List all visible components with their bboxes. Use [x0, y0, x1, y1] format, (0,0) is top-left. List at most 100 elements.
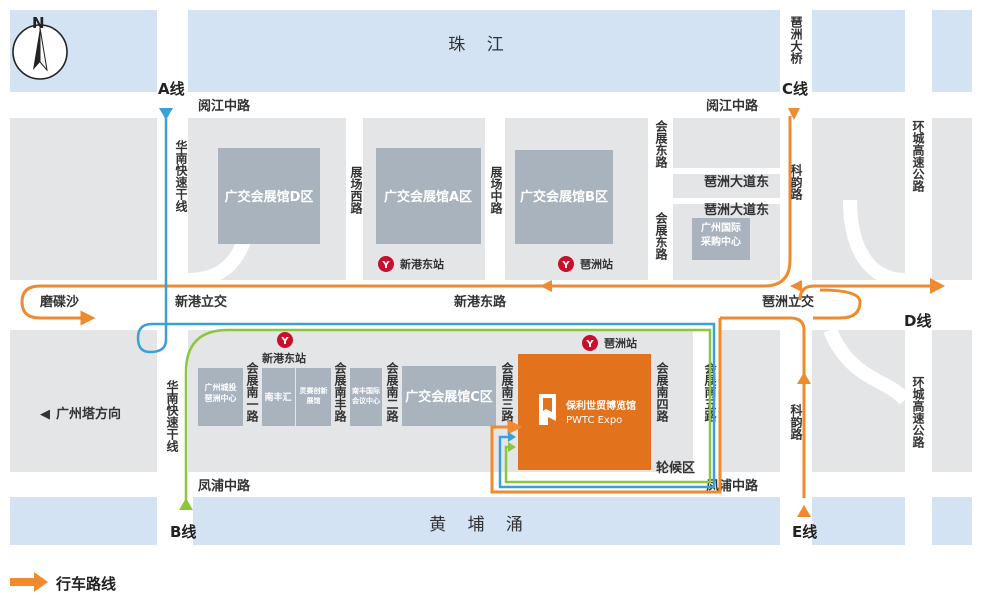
- nanfeng-conf-label: 南丰国际会议中心: [352, 387, 380, 405]
- waiting-area-label: 轮候区: [656, 460, 695, 476]
- pwtc-name-en: PWTC Expo: [566, 415, 622, 426]
- route-a-label: A线: [158, 80, 185, 98]
- hall-d: [218, 148, 320, 244]
- svg-text:Y: Y: [585, 339, 594, 350]
- road-huizhan-south-2: 会展南二路: [385, 361, 399, 423]
- route-arrow-icon: [788, 108, 800, 120]
- route-arrow-icon: [508, 432, 516, 442]
- route-loop-orange: [813, 288, 862, 320]
- road-huizhan-south-4: 会展南四路: [655, 361, 669, 423]
- metro-icon: Y: [582, 335, 598, 351]
- route-pwtc-orange: [490, 318, 722, 494]
- river-north: [188, 10, 780, 92]
- route-arrow-icon: [790, 280, 802, 292]
- nanfenghui-label: 南丰汇: [264, 391, 291, 403]
- route-arrow-icon: [540, 280, 552, 292]
- lingsai-label-box: 灵赛创新展馆: [300, 387, 328, 405]
- road-pazhou-interchange: 琶洲立交: [762, 294, 814, 310]
- route-arrow-icon: [797, 372, 811, 384]
- nanfenghui: [262, 368, 295, 426]
- svg-text:Y: Y: [561, 260, 570, 271]
- pazhou-center-label: 广州城投琶洲中心: [204, 383, 237, 403]
- route-arrow-icon: [930, 278, 945, 294]
- route-b-label: B线: [170, 523, 196, 541]
- north-arrow-icon: [12, 24, 68, 80]
- river-south-right1: [812, 497, 905, 545]
- lingsai-hall: [296, 368, 331, 426]
- nanfeng-conference: [350, 368, 382, 426]
- road-xingang-east: 新港东路: [454, 294, 507, 310]
- svg-text:Y: Y: [280, 336, 289, 347]
- hall-b: [515, 150, 613, 244]
- road-huancheng-south: 环城高速公路: [911, 376, 925, 449]
- station-xingang-east-north: 新港东站: [400, 257, 444, 271]
- route-a-blue: [136, 112, 716, 489]
- pwtc-name-cn: 保利世贸博览馆: [565, 399, 636, 412]
- route-d-orange: [798, 284, 930, 301]
- road-mocaisha: 磨碟沙: [40, 294, 79, 310]
- road-huizhan-south-3: 会展南三路: [500, 361, 514, 423]
- pazhou-avenue-2: [673, 198, 780, 204]
- hall-a-label: 广交会展馆A区: [384, 189, 472, 205]
- station-xingang-east-south: 新港东站: [262, 351, 306, 365]
- direction-arrow-icon: ◀: [40, 407, 50, 422]
- route-arrow-icon: [508, 442, 516, 452]
- road-guangzhou-tower: 广州塔方向: [56, 406, 121, 422]
- road-huanan-south: 华南快速干线: [165, 379, 179, 453]
- station-pazhou-north: 琶洲站: [580, 257, 613, 271]
- road-pazhou-bridge: 琶洲大桥: [789, 16, 803, 65]
- route-b-green: [184, 328, 712, 500]
- pwtc-logo-icon: [539, 394, 556, 425]
- river-north-right2: [932, 10, 972, 92]
- hall-b-label: 广交会展馆B区: [520, 189, 608, 205]
- road-pazhou-avenue-2: 琶洲大道东: [704, 202, 769, 218]
- route-c-label: C线: [782, 80, 808, 98]
- purchase-center-label-box: 广州国际采购中心: [701, 223, 741, 248]
- route-d-label: D线: [904, 312, 931, 330]
- svg-text:Y: Y: [381, 260, 390, 271]
- pazhou-center-label-box: 广州城投琶洲中心: [204, 383, 237, 403]
- road-huancheng-north: 环城高速公路: [911, 120, 925, 193]
- hall-c: [402, 366, 496, 426]
- legend: 行车路线: [10, 572, 116, 593]
- pazhou-interchange-ramp: [843, 199, 906, 287]
- route-arrow-icon: [179, 498, 193, 510]
- road-huizhan-east-a: 会展东路: [654, 119, 668, 169]
- river-south-left: [10, 497, 157, 545]
- road-xingang-interchange: 新港立交: [175, 294, 227, 310]
- river-label-huangpu: 黄 埔 涌: [429, 515, 531, 535]
- metro-icon: Y: [558, 256, 574, 272]
- legend-label: 行车路线: [55, 575, 116, 593]
- road-zhanchang-middle: 展场中路: [489, 166, 503, 215]
- route-arrow-icon: [797, 505, 811, 517]
- road-huanan-north: 华南快速干线: [174, 139, 188, 213]
- pazhou-avenue-1: [673, 168, 780, 174]
- route-e-orange: [720, 316, 806, 498]
- station-pazhou-south: 琶洲站: [604, 336, 637, 350]
- purchase-center-label: 广州国际采购中心: [701, 223, 741, 248]
- route-e-label: E线: [792, 523, 817, 541]
- route-arrow-icon: [10, 578, 34, 586]
- river-south: [193, 497, 780, 545]
- pwtc-building: [518, 354, 651, 470]
- river-south-right2: [932, 497, 972, 545]
- hall-c-label: 广交会展馆C区: [405, 389, 493, 405]
- route-c-orange: [20, 116, 792, 326]
- nanfeng-conf-label-box: 南丰国际会议中心: [352, 387, 380, 405]
- road-minjiang-left: 阅江中路: [198, 98, 251, 114]
- road-fengpu-left: 凤浦中路: [198, 478, 251, 494]
- road-huizhan-east-b: 会展东路: [654, 211, 668, 261]
- road-keyun-south: 科韵路: [789, 403, 803, 441]
- road-huizhan-nanfeng: 会展南丰路: [333, 361, 347, 423]
- metro-icon: Y: [378, 256, 394, 272]
- river-label-zhujiang: 珠 江: [448, 35, 511, 55]
- road-pazhou-avenue-1: 琶洲大道东: [704, 174, 769, 190]
- road-minjiang-right: 阅江中路: [706, 98, 759, 114]
- road-zhanchang-west: 展场西路: [349, 166, 363, 215]
- compass-label: N: [32, 14, 45, 32]
- metro-icon: Y: [277, 332, 293, 348]
- route-arrow-icon: [159, 108, 173, 120]
- hall-a: [376, 148, 481, 244]
- road-huizhan-south-1: 会展南一路: [245, 361, 259, 423]
